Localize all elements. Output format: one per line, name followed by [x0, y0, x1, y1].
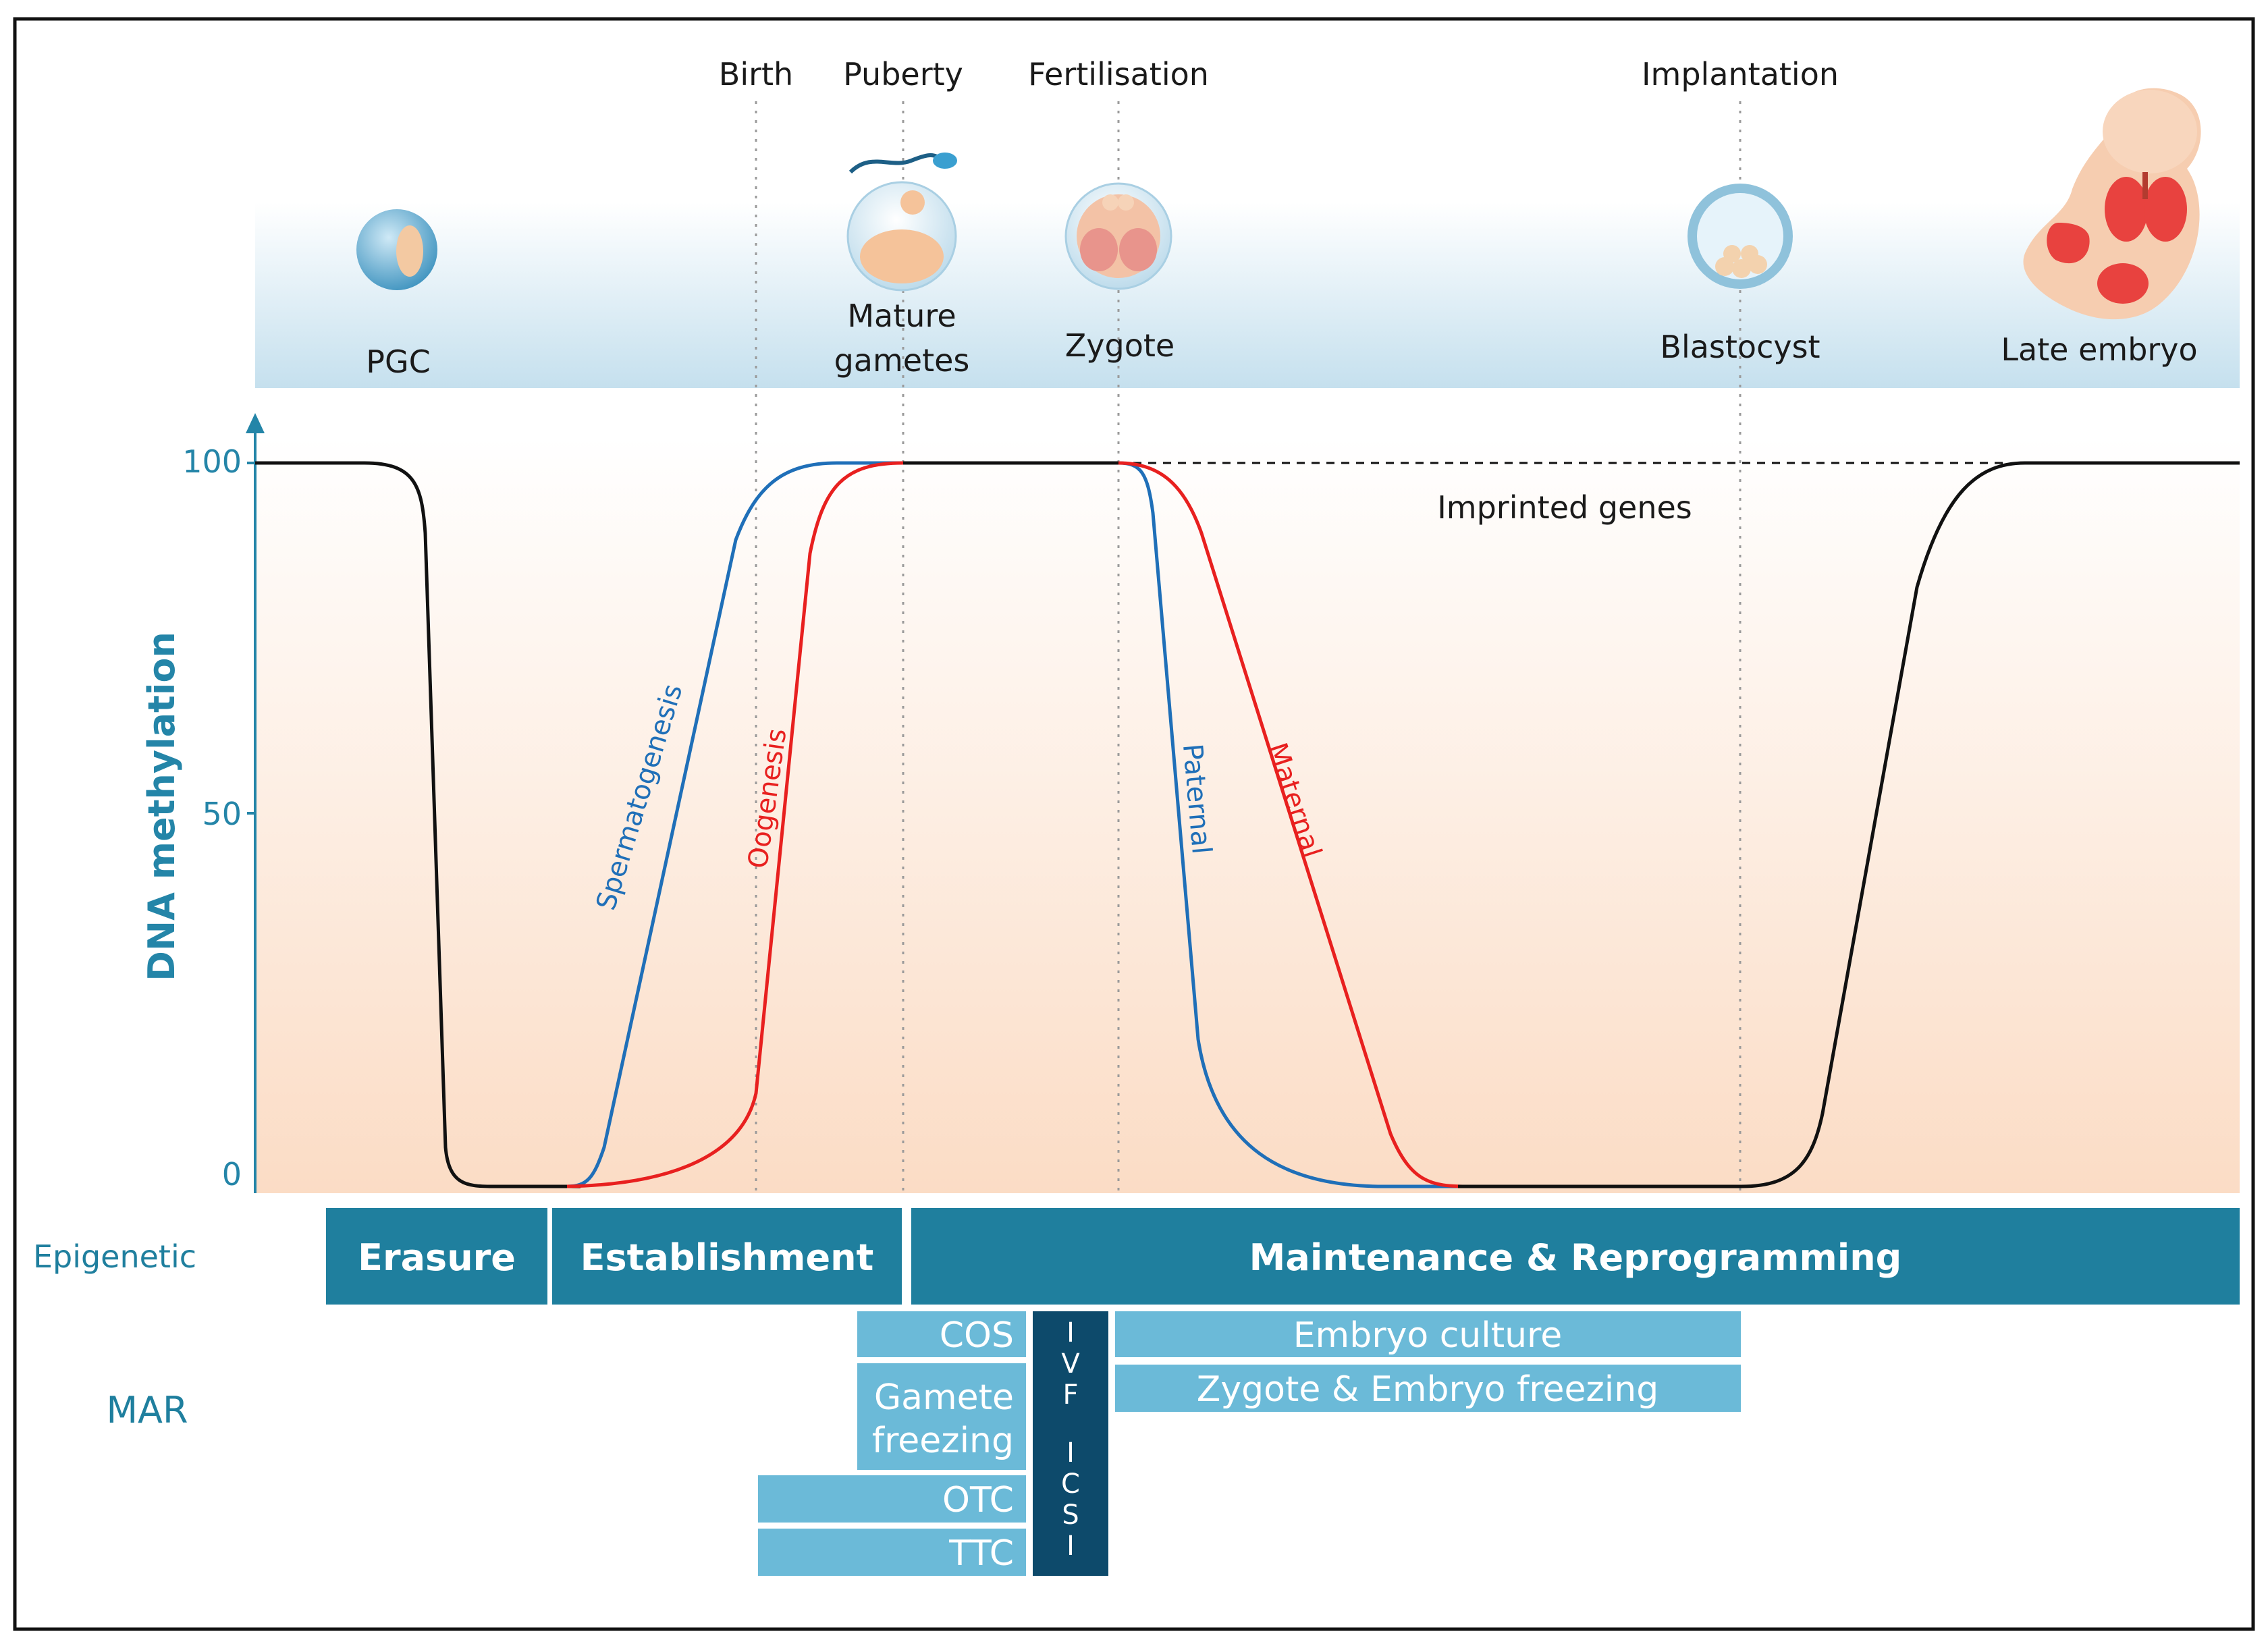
pgc-label: PGC — [366, 344, 431, 380]
mature-gametes-label-2: gametes — [834, 342, 970, 379]
puberty-label: Puberty — [843, 56, 963, 92]
establishment-label: Establishment — [580, 1236, 874, 1279]
y-tick-100: 100 — [182, 443, 242, 480]
mar-row-label: MAR — [106, 1389, 188, 1431]
erasure-bar — [326, 1208, 547, 1305]
embryo-remethylation-curve — [1458, 461, 2240, 1188]
establishment-bar — [552, 1208, 902, 1305]
ivf-letter: F — [1062, 1379, 1078, 1410]
pgc-icon — [356, 209, 437, 290]
stage-band — [255, 202, 2240, 388]
ivf-icsi-bar — [1033, 1311, 1108, 1576]
erasure-label: Erasure — [358, 1236, 516, 1279]
maintenance-bar — [911, 1208, 2240, 1305]
gamete-freezing-label-2: freezing — [872, 1421, 1014, 1461]
y-tick-0: 0 — [222, 1156, 242, 1193]
late-embryo-icon — [2023, 88, 2201, 320]
y-axis — [246, 413, 265, 1193]
gamete-freezing-label-1: Gamete — [874, 1377, 1014, 1418]
zygote-icon — [1064, 182, 1172, 290]
blastocyst-label: Blastocyst — [1660, 329, 1820, 365]
imprinted-genes-label: Imprinted genes — [1437, 489, 1692, 526]
embryo-culture-bar — [1115, 1311, 1741, 1357]
otc-label: OTC — [942, 1480, 1014, 1520]
ttc-label: TTC — [948, 1533, 1014, 1574]
zygote-embryo-freezing-bar — [1115, 1365, 1741, 1412]
mar-bars — [758, 1311, 1741, 1576]
epigenetic-bars — [326, 1208, 2240, 1305]
zygote-label: Zygote — [1065, 327, 1174, 364]
icsi-letter: I — [1066, 1437, 1075, 1469]
cos-label: COS — [940, 1315, 1014, 1356]
birth-label: Birth — [719, 56, 793, 92]
y-tick-50: 50 — [202, 796, 242, 832]
maintenance-label: Maintenance & Reprogramming — [1249, 1236, 1902, 1279]
mature-gametes-icon — [846, 153, 957, 292]
zygote-embryo-freezing-label: Zygote & Embryo freezing — [1197, 1369, 1658, 1410]
icsi-letter: S — [1062, 1500, 1079, 1531]
embryo-culture-label: Embryo culture — [1293, 1315, 1563, 1356]
spermatogenesis-curve — [566, 461, 903, 1188]
otc-bar — [758, 1475, 1026, 1523]
ivf-letter: I — [1066, 1317, 1075, 1348]
blastocyst-icon — [1688, 184, 1793, 289]
epigenetic-row-label: Epigenetic — [33, 1238, 196, 1275]
icsi-letter: C — [1061, 1469, 1080, 1500]
plot-area — [255, 437, 2240, 1193]
fertilisation-label: Fertilisation — [1028, 56, 1209, 92]
oogenesis-curve — [566, 461, 904, 1188]
implantation-label: Implantation — [1642, 56, 1839, 92]
paternal-curve — [1118, 461, 1468, 1188]
late-embryo-label: Late embryo — [2001, 331, 2197, 368]
ivf-letter: V — [1061, 1348, 1080, 1379]
y-axis-label: DNA methylation — [140, 632, 183, 981]
gamete-freezing-bar — [857, 1363, 1026, 1470]
mature-gametes-label-1: Mature — [847, 298, 956, 334]
cos-bar — [857, 1311, 1026, 1357]
icsi-letter: I — [1066, 1531, 1075, 1562]
maternal-curve — [1118, 461, 1469, 1188]
ttc-bar — [758, 1529, 1026, 1576]
global-methylation-curve-erasure — [255, 461, 580, 1188]
